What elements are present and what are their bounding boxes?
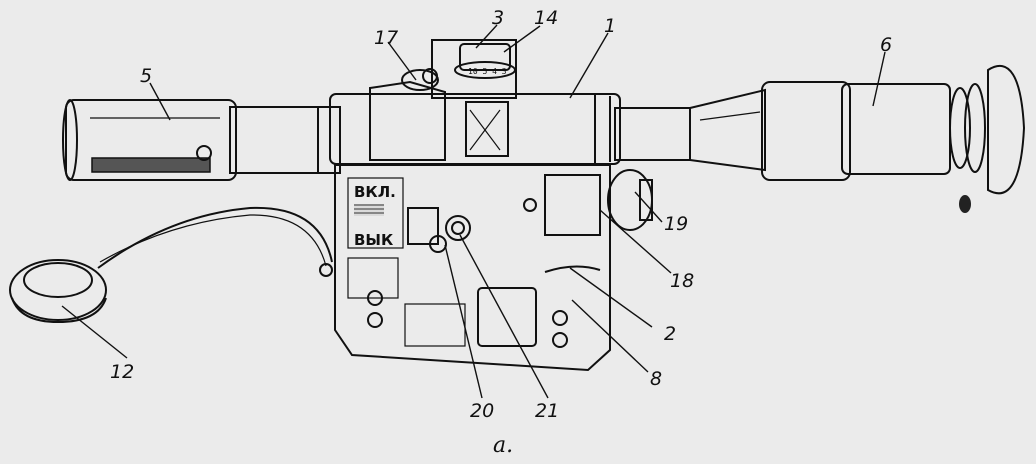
callout-20: 20 — [470, 400, 494, 422]
windage-knob — [369, 68, 509, 161]
callout-2: 2 — [664, 323, 676, 345]
callout-19: 19 — [664, 213, 688, 235]
callout-18: 18 — [670, 270, 694, 292]
figure-caption: a. — [493, 433, 513, 458]
svg-text:10 5 4 3: 10 5 4 3 — [468, 67, 507, 76]
leader-lines — [61, 24, 886, 399]
callout-5: 5 — [140, 65, 152, 87]
panel-label-on: ВКЛ. — [354, 183, 396, 201]
mount-bracket: ВКЛ. ВЫК — [319, 164, 653, 372]
elevation-turret: 10 5 4 3 — [431, 39, 517, 99]
callout-21: 21 — [535, 400, 559, 422]
callout-17: 17 — [374, 27, 398, 49]
objective-sunshade — [62, 99, 237, 181]
callout-6: 6 — [880, 34, 892, 56]
callout-1: 1 — [604, 15, 616, 37]
callout-8: 8 — [650, 368, 662, 390]
callout-14: 14 — [534, 7, 558, 29]
callout-3: 3 — [492, 7, 504, 29]
eyepiece — [761, 64, 1026, 213]
lens-cap — [9, 206, 333, 324]
callout-12: 12 — [110, 361, 134, 383]
panel-label-off: ВЫК — [354, 231, 394, 249]
callout-labels: 1 2 3 5 6 8 12 14 17 18 19 20 21 — [110, 7, 892, 422]
